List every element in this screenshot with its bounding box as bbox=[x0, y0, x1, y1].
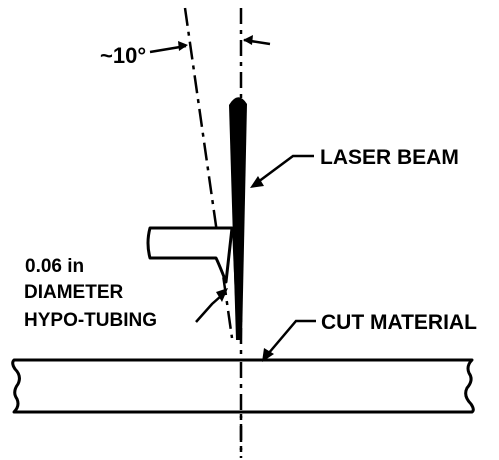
tubing-label-line3: HYPO-TUBING bbox=[24, 310, 157, 331]
laser-beam-leader-arrow bbox=[250, 176, 264, 188]
laser-beam bbox=[229, 97, 247, 340]
laser-beam-leader bbox=[257, 154, 314, 184]
tilted-axis-line bbox=[183, 7, 234, 339]
cut-material-label: CUT MATERIAL bbox=[321, 311, 477, 334]
cut-material-leader bbox=[267, 319, 316, 355]
laser-beam-overlap bbox=[232, 228, 244, 320]
cut-material-leader-arrow bbox=[262, 348, 274, 362]
angle-label: ~10° bbox=[100, 43, 146, 68]
laser-beam-label: LASER BEAM bbox=[320, 146, 459, 169]
tubing-leader-arrow bbox=[216, 288, 228, 302]
tubing-leader bbox=[195, 295, 222, 323]
cut-material bbox=[11, 358, 475, 414]
hypo-tubing bbox=[146, 226, 234, 284]
tubing-label-line2: DIAMETER bbox=[24, 282, 124, 303]
angle-indicator bbox=[149, 35, 271, 54]
tubing-label-line1: 0.06 in bbox=[25, 256, 84, 277]
